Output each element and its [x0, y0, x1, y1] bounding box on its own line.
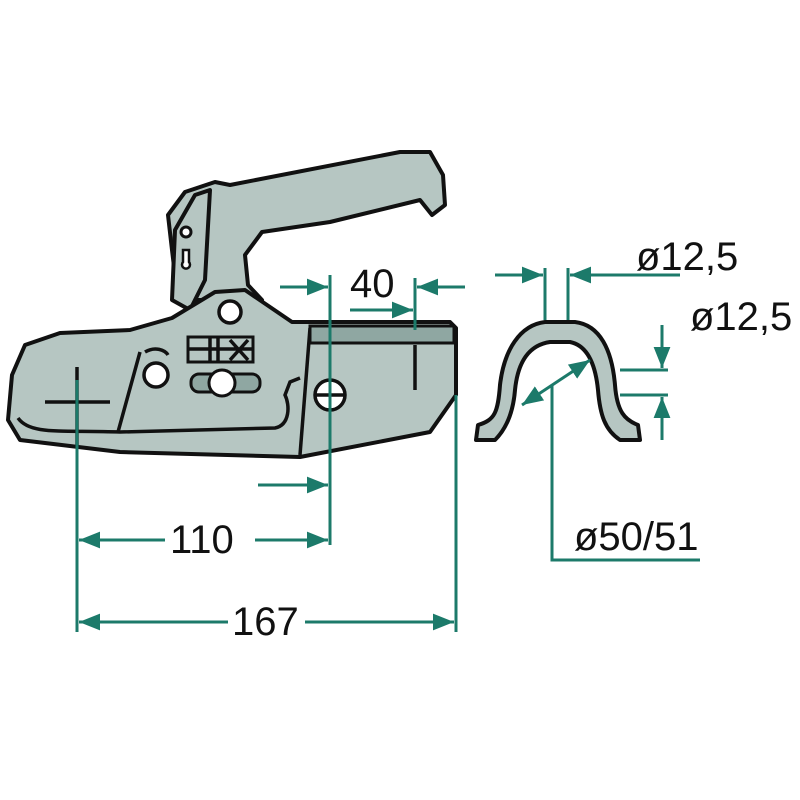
dim-ball: ø50/51: [574, 515, 699, 559]
dim-hole-top: ø12,5: [636, 235, 738, 279]
dimension-lines: [75, 266, 700, 632]
handle: [166, 150, 447, 302]
bolt-hole-left: [142, 361, 170, 389]
slot-pin: [207, 368, 237, 398]
latch-hole: [179, 225, 193, 239]
dim-hole-side: ø12,5: [690, 295, 792, 339]
bolt-hole-top: [217, 299, 243, 325]
dim-40: 40: [350, 262, 395, 306]
dim-167: 167: [232, 600, 299, 644]
dim-110: 110: [170, 518, 234, 562]
keyhole-icon: [180, 248, 192, 270]
top-strip: [308, 324, 456, 345]
ring-profile: [474, 320, 642, 442]
